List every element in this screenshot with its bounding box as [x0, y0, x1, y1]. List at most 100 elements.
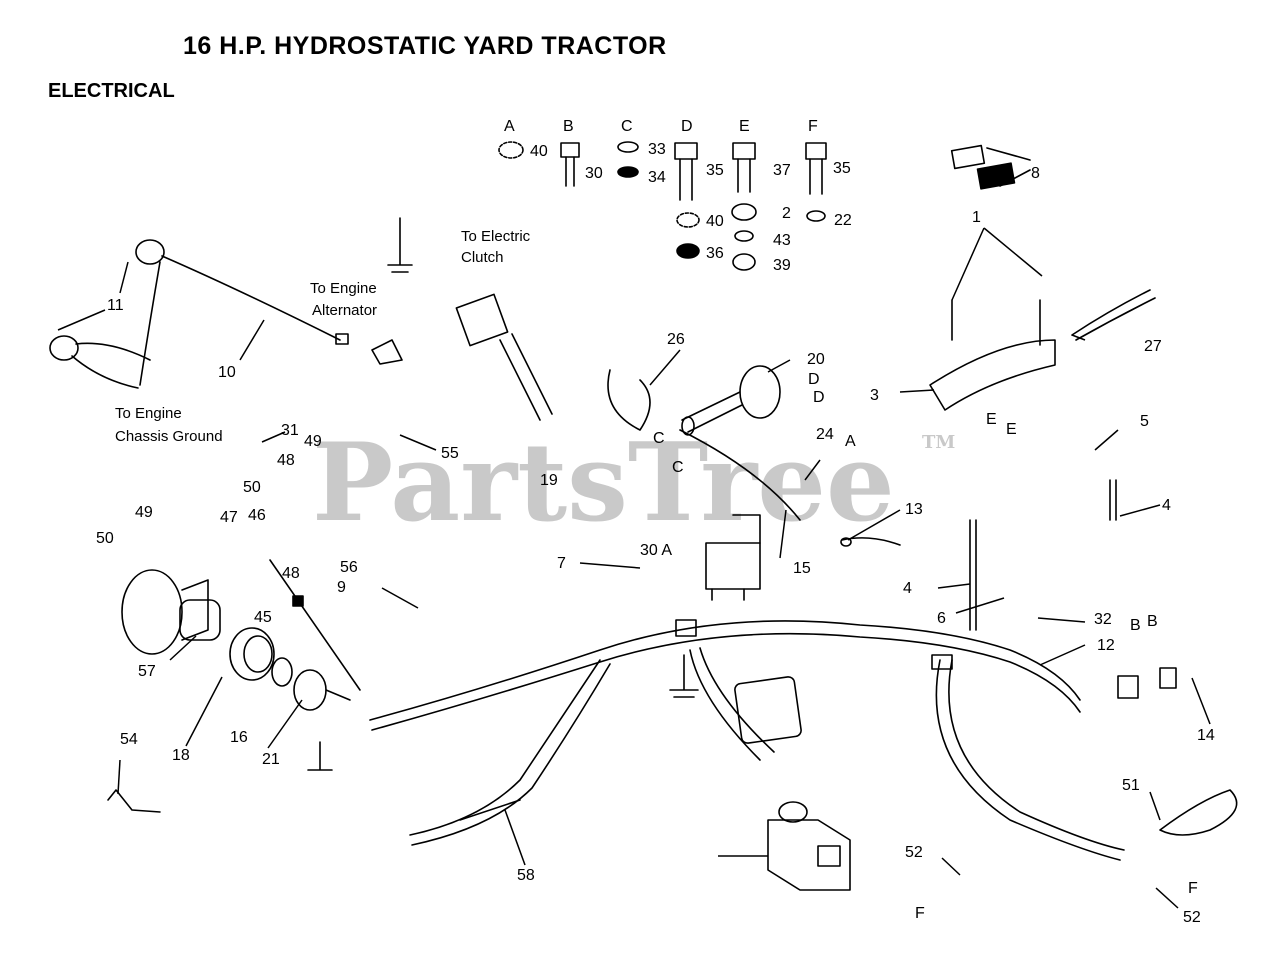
callout-label: 14 — [1197, 727, 1215, 744]
lead-27 — [1071, 289, 1156, 341]
battery-cable — [929, 299, 1056, 411]
solenoid — [734, 676, 802, 744]
hardware-part-number: 34 — [648, 169, 666, 186]
callout-label: 3 — [870, 387, 879, 404]
note-elec-clutch: To Electric — [461, 228, 531, 245]
callout-label: 52 — [1183, 909, 1201, 926]
callout-label: D — [813, 389, 825, 406]
bezel-57 — [229, 627, 275, 681]
terminal-21 — [107, 789, 161, 813]
callout-label: 51 — [1122, 777, 1140, 794]
callout-label: B — [1130, 617, 1141, 634]
callout-label: 48 — [282, 565, 300, 582]
callout-label: 50 — [243, 479, 261, 496]
headlight-cable — [49, 239, 349, 389]
hardware-a-nut — [498, 141, 524, 159]
lamp-19 — [179, 599, 221, 641]
connector-14 — [1117, 667, 1177, 699]
note-chassis-ground: To Engine — [115, 405, 182, 422]
callout-label: 49 — [135, 504, 153, 521]
harness-54 — [459, 799, 521, 821]
note-engine-alt: To Engine — [310, 280, 377, 297]
hardware-d-bolt — [674, 142, 700, 259]
headlight-46 — [121, 569, 209, 655]
callout-label: 55 — [441, 445, 459, 462]
callout-label: 45 — [254, 609, 272, 626]
callout-label: 18 — [172, 747, 190, 764]
post-4 — [969, 479, 1117, 631]
callout-label: 6 — [937, 610, 946, 627]
watermark-text: PartsTree — [312, 420, 895, 546]
callout-label: E — [1006, 421, 1017, 438]
hardware-letter-b: B — [563, 118, 574, 135]
hardware-b-screw — [560, 142, 580, 187]
hardware-part-number: 22 — [834, 212, 852, 229]
callout-label: 47 — [220, 509, 238, 526]
callout-label: 4 — [903, 580, 912, 597]
callout-label: D — [808, 371, 820, 388]
callout-label: 4 — [1162, 497, 1171, 514]
hardware-part-number: 33 — [648, 141, 666, 158]
callout-label: 8 — [1031, 165, 1040, 182]
relay — [705, 514, 761, 601]
callout-label: 19 — [540, 472, 558, 489]
section-heading: ELECTRICAL — [48, 80, 175, 102]
callout-label: 15 — [793, 560, 811, 577]
callout-label: E — [986, 411, 997, 428]
callout-label: 56 — [340, 559, 358, 576]
callout-label: 21 — [262, 751, 280, 768]
callout-label: A — [845, 433, 856, 450]
hardware-letter-c: C — [621, 118, 633, 135]
callout-label: 49 — [304, 433, 322, 450]
cable-24 — [679, 429, 801, 521]
callout-label: 20 — [807, 351, 825, 368]
callout-label: 5 — [1140, 413, 1149, 430]
note-elec-clutch: Clutch — [461, 249, 504, 266]
callout-label: B — [1147, 613, 1158, 630]
hardware-part-number: 40 — [530, 143, 548, 160]
callout-label: 54 — [120, 731, 138, 748]
callout-label: C — [672, 459, 684, 476]
wire-51 — [1159, 789, 1238, 836]
callout-label: 13 — [905, 501, 923, 518]
hardware-letter-d: D — [681, 118, 693, 135]
callout-label: 46 — [248, 507, 266, 524]
lever-26 — [607, 369, 651, 431]
callout-label: 16 — [230, 729, 248, 746]
callout-label: 27 — [1144, 338, 1162, 355]
alternator-plug — [371, 339, 403, 365]
hardware-e-bolt — [731, 142, 757, 271]
callout-label: 11 — [107, 297, 124, 314]
callout-label: C — [653, 430, 665, 447]
callout-label: F — [915, 905, 925, 922]
callout-label: 24 — [816, 426, 834, 443]
hardware-letter-f: F — [808, 118, 818, 135]
hardware-part-number: 30 — [585, 165, 603, 182]
hardware-letter-a: A — [504, 118, 515, 135]
callout-label: 52 — [905, 844, 923, 861]
callout-label: 1 — [972, 209, 981, 226]
seat-switch — [767, 801, 851, 891]
control-rod — [269, 559, 361, 691]
hardware-part-number: 36 — [706, 245, 724, 262]
callout-label: F — [1188, 880, 1198, 897]
hardware-part-number: 35 — [706, 162, 724, 179]
callout-label: 10 — [218, 364, 236, 381]
callout-label: 50 — [96, 530, 114, 547]
hardware-part-number: 35 — [833, 160, 851, 177]
callout-label: 9 — [337, 579, 346, 596]
key-switch — [681, 365, 781, 436]
callout-label: 58 — [517, 867, 535, 884]
callout-label: 12 — [1097, 637, 1115, 654]
callout-label: 48 — [277, 452, 295, 469]
hardware-part-number: 40 — [706, 213, 724, 230]
fuse-pair — [950, 144, 1031, 190]
hardware-letter-e: E — [739, 118, 750, 135]
callout-label: 30 A — [640, 542, 672, 559]
socket-18 — [271, 657, 293, 687]
hardware-part-number: 43 — [773, 232, 791, 249]
hardware-part-number: 2 — [782, 205, 791, 222]
